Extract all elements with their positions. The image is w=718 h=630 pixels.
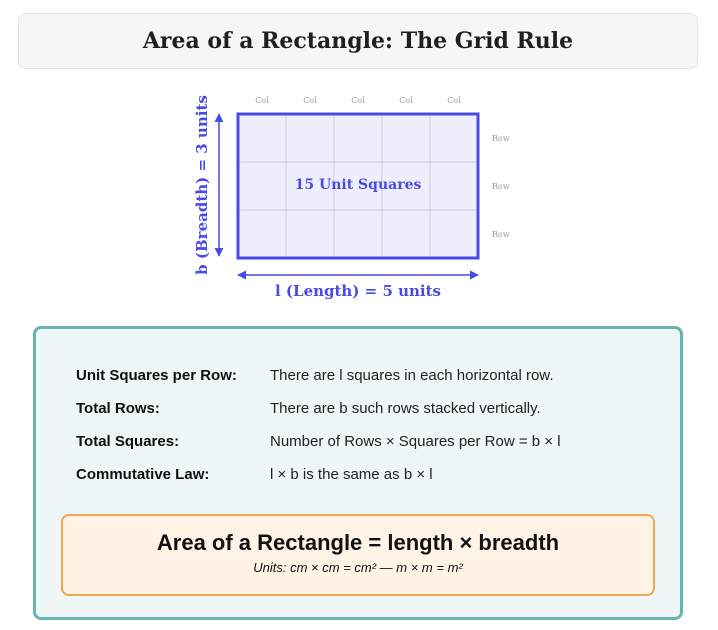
fact-text: l × b is the same as b × l [270,466,433,483]
length-label: l (Length) = 5 units [275,282,441,300]
breadth-label: b (Breadth) = 3 units [193,95,211,275]
center-label: 15 Unit Squares [295,177,422,193]
row-label: Row [492,230,510,239]
column-label: Col [399,96,413,105]
fact-row-squares-per-row: Unit Squares per Row: There are l square… [76,359,561,392]
fact-row-commutative-law: Commutative Law: l × b is the same as b … [76,458,561,491]
title-banner: Area of a Rectangle: The Grid Rule [18,13,698,69]
fact-row-total-rows: Total Rows: There are b such rows stacke… [76,392,561,425]
row-label: Row [492,182,510,191]
column-label: Col [255,96,269,105]
fact-row-total-squares: Total Squares: Number of Rows × Squares … [76,425,561,458]
info-panel: Unit Squares per Row: There are l square… [33,326,683,620]
fact-text: Number of Rows × Squares per Row = b × l [270,433,561,450]
units-note: Units: cm × cm = cm² — m × m = m² [253,560,463,575]
formula-box: Area of a Rectangle = length × breadth U… [61,514,655,596]
column-label: Col [351,96,365,105]
facts-list: Unit Squares per Row: There are l square… [76,359,561,491]
fact-text: There are l squares in each horizontal r… [270,367,554,384]
column-label: Col [303,96,317,105]
fact-label: Total Squares: [76,433,180,450]
fact-text: There are b such rows stacked vertically… [270,400,541,417]
fact-label: Unit Squares per Row: [76,367,237,384]
row-label: Row [492,134,510,143]
grid-outline [236,112,480,260]
column-label: Col [447,96,461,105]
grid-fill [238,114,478,258]
fact-label: Commutative Law: [76,466,210,483]
fact-label: Total Rows: [76,400,160,417]
page-title: Area of a Rectangle: The Grid Rule [142,28,574,54]
area-formula: Area of a Rectangle = length × breadth [156,530,560,555]
